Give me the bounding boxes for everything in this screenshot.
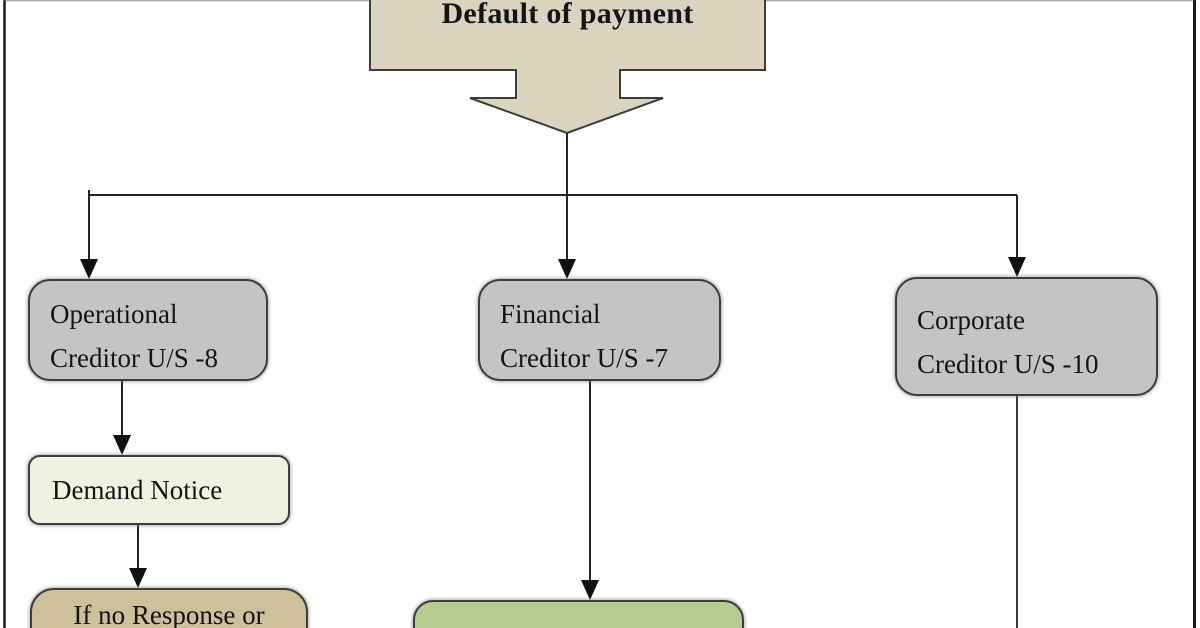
arrowhead-to-demand-icon (113, 435, 131, 455)
node-financial-creditor: Financial Creditor U/S -7 (478, 279, 721, 381)
callout-title: Default of payment (441, 0, 694, 30)
arrowhead-to-operational-icon (80, 259, 98, 279)
callout-arrow-shape (369, 0, 766, 135)
node-operational-line2: Creditor U/S -8 (50, 343, 218, 373)
arrowhead-to-outcome-icon (581, 580, 599, 600)
node-financial-line2: Creditor U/S -7 (500, 343, 668, 373)
arrowhead-to-noresponse-icon (129, 568, 147, 588)
node-demand-notice: Demand Notice (28, 455, 290, 525)
arrowhead-to-financial-icon (558, 259, 576, 279)
node-no-response-label: If no Response or (73, 600, 265, 628)
arrowhead-to-corporate-icon (1008, 257, 1026, 277)
node-operational-creditor: Operational Creditor U/S -8 (28, 279, 268, 381)
node-corporate-line2: Creditor U/S -10 (917, 349, 1099, 379)
node-financial-outcome (413, 600, 744, 628)
node-corporate-line1: Corporate (917, 305, 1025, 335)
node-corporate-creditor: Corporate Creditor U/S -10 (895, 277, 1158, 396)
node-operational-line1: Operational (50, 299, 178, 329)
node-demand-notice-label: Demand Notice (52, 474, 223, 505)
node-financial-line1: Financial (500, 299, 601, 329)
node-no-response: If no Response or (30, 588, 308, 628)
